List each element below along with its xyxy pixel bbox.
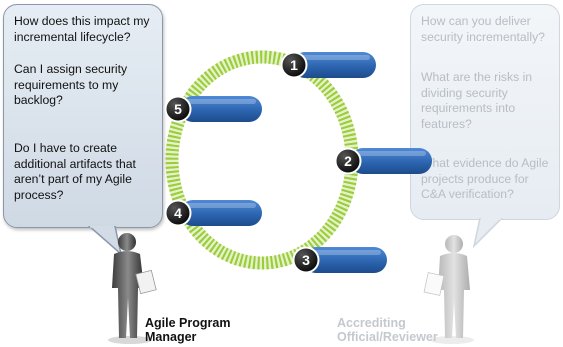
svg-text:5: 5	[174, 101, 182, 117]
step-3-badge: 3	[292, 246, 320, 274]
svg-text:2: 2	[344, 153, 352, 169]
question-left-1: How does this impact my incremental life…	[14, 14, 150, 44]
step-4-badge: 4	[164, 199, 192, 227]
reviewer-label-text: Accrediting Official/Reviewer	[337, 316, 438, 344]
step-2-bar	[350, 148, 432, 174]
reviewer-figure-icon	[423, 235, 474, 344]
question-right-1: How can you deliver security incremental…	[421, 14, 545, 44]
right-bubble-tail	[472, 218, 504, 249]
step-1-badge: 1	[280, 51, 308, 79]
question-right-3: What evidence do Agile projects produce …	[421, 156, 549, 201]
step-1-bar	[292, 52, 376, 78]
reviewer-questions-bubble: How can you deliver security incremental…	[410, 4, 560, 220]
svg-text:1: 1	[290, 57, 298, 73]
question-left-2: Can I assign security requirements to my…	[14, 62, 128, 107]
svg-text:3: 3	[302, 252, 310, 268]
program-manager-label-text: Agile Program Manager	[145, 316, 231, 344]
program-manager-figure-icon	[108, 233, 157, 344]
question-right-2: What are the risks in dividing security …	[421, 70, 533, 131]
step-3-bar	[303, 247, 387, 273]
reviewer-label: Accrediting Official/Reviewer	[337, 316, 438, 344]
svg-text:4: 4	[174, 205, 182, 221]
step-5-bar	[180, 96, 262, 122]
program-manager-label: Agile Program Manager	[145, 316, 245, 344]
step-5-badge: 5	[164, 95, 192, 123]
question-left-3: Do I have to create additional artifacts…	[14, 141, 136, 202]
step-2-badge: 2	[334, 147, 362, 175]
left-bubble-tail	[87, 226, 123, 257]
program-manager-questions-bubble: How does this impact my incremental life…	[3, 4, 163, 228]
step-4-bar	[180, 200, 262, 226]
